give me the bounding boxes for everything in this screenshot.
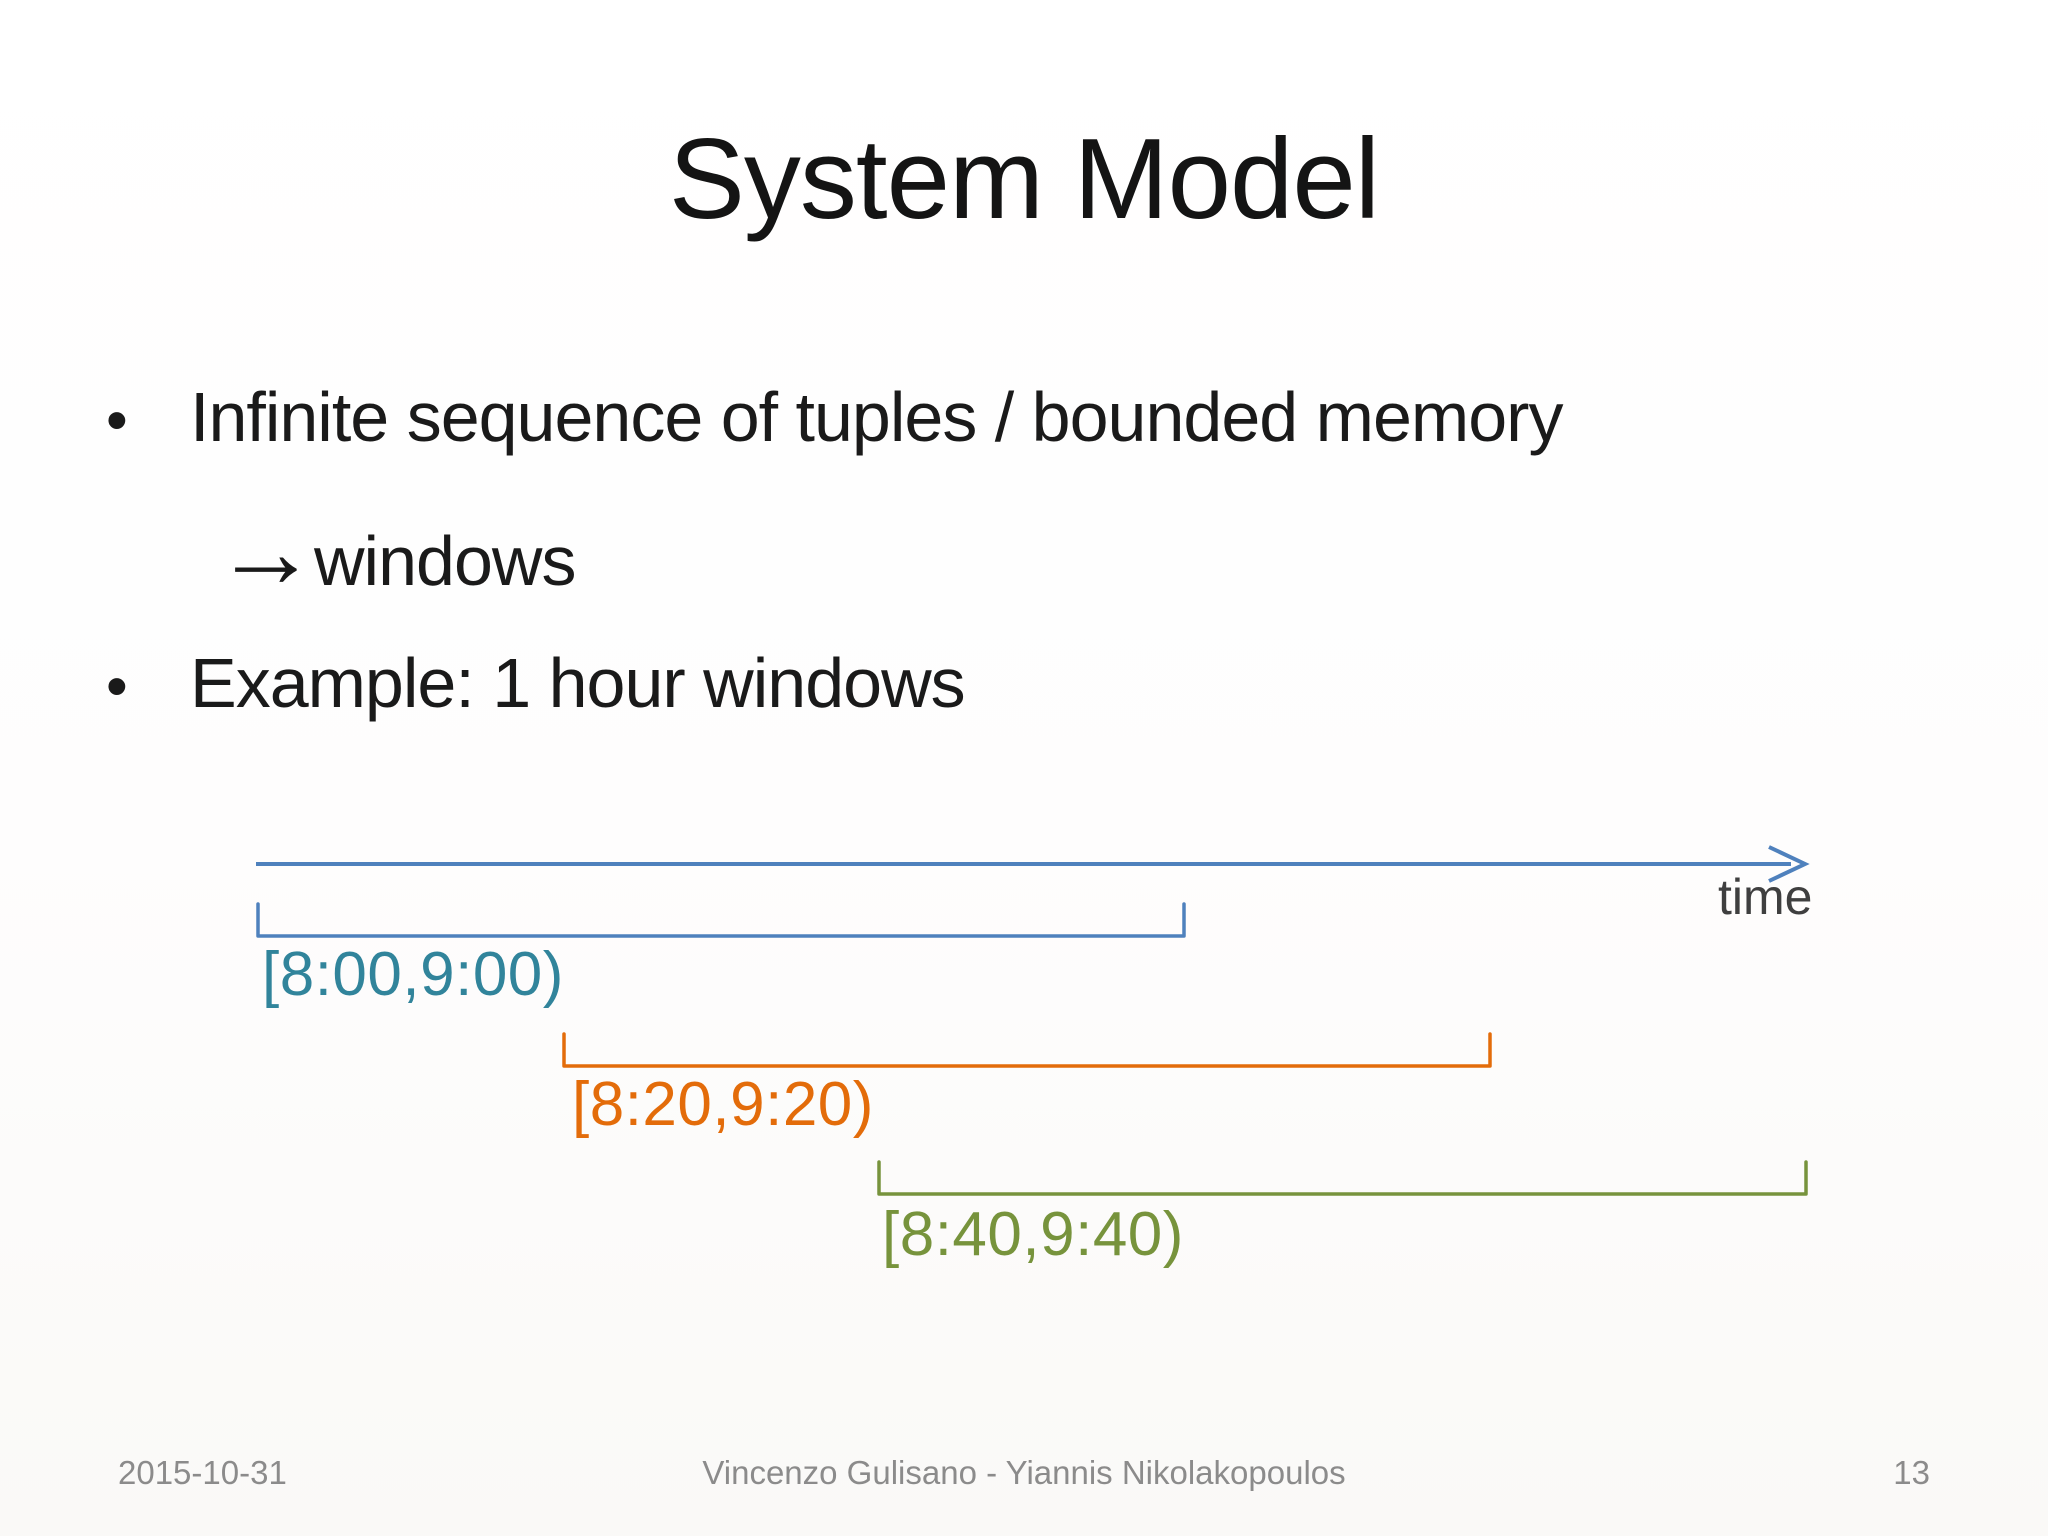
window-bracket-3	[877, 1160, 1808, 1196]
footer-page-number: 13	[1893, 1454, 1930, 1491]
slide-title: System Model	[668, 116, 1380, 243]
window-label-1: [8:00,9:00)	[262, 940, 564, 1009]
right-arrow-icon: →	[214, 494, 318, 610]
bullet-item-2: •Example: 1 hour windows	[106, 648, 966, 721]
bullet-item-1-text: Infinite sequence of tuples / bounded me…	[190, 378, 1563, 456]
footer-date: 2015-10-31	[118, 1454, 287, 1491]
bullet-item-1: •Infinite sequence of tuples / bounded m…	[106, 382, 1563, 455]
bullet-marker-icon: •	[106, 652, 128, 721]
bullet-marker-icon: •	[106, 386, 128, 455]
time-axis-label: time	[1718, 869, 1813, 925]
time-axis-arrowhead-icon	[1768, 845, 1810, 883]
bullet-item-2-text: Example: 1 hour windows	[190, 644, 966, 722]
footer-authors: Vincenzo Gulisano - Yiannis Nikolakopoul…	[702, 1454, 1346, 1491]
window-label-2: [8:20,9:20)	[572, 1070, 874, 1139]
window-bracket-2	[562, 1032, 1492, 1068]
window-label-3: [8:40,9:40)	[882, 1200, 1184, 1269]
window-bracket-1	[256, 902, 1186, 938]
bullet-item-1-subtext: windows	[314, 522, 576, 600]
